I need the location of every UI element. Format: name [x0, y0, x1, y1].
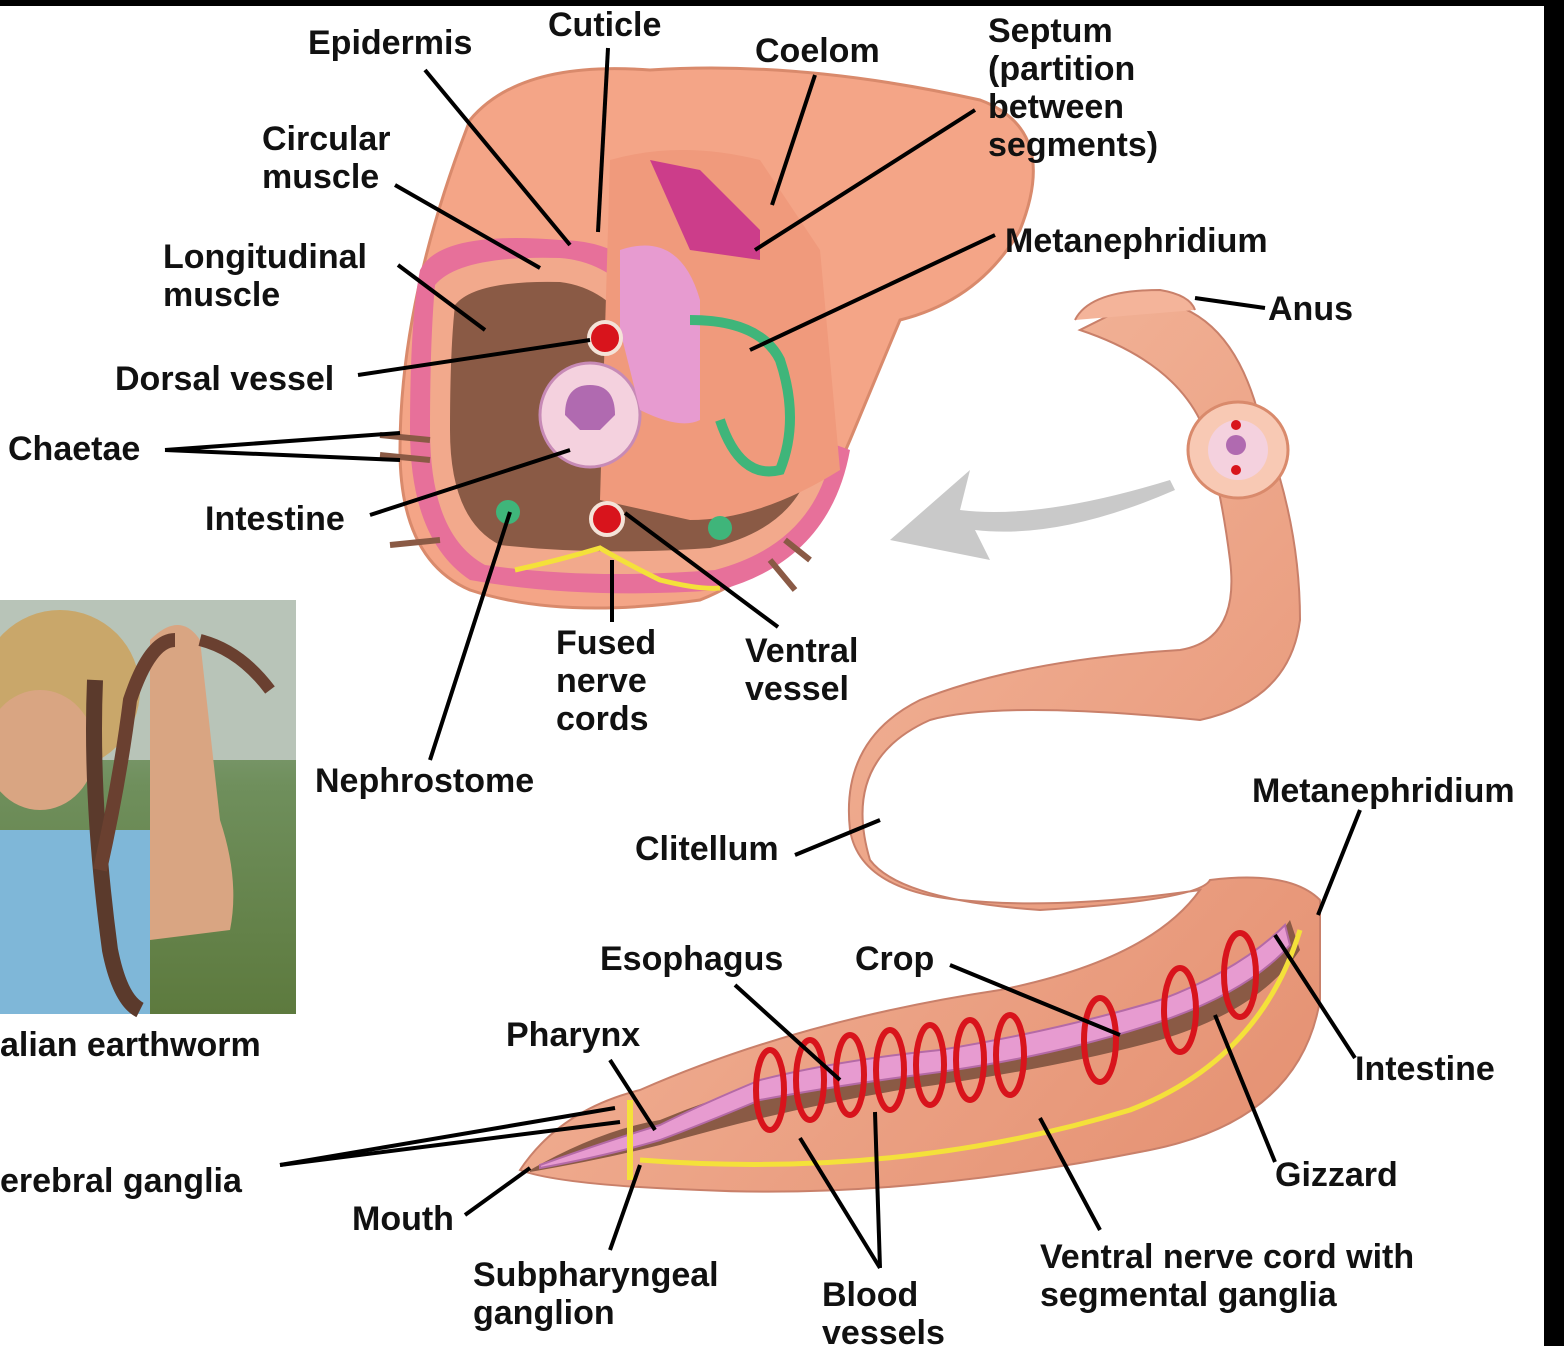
- label-mouth: Mouth: [352, 1200, 454, 1238]
- label-intestine-bottom: Intestine: [1355, 1050, 1495, 1088]
- label-coelom: Coelom: [755, 32, 880, 70]
- label-chaetae: Chaetae: [8, 430, 140, 468]
- label-circular-muscle: Circular muscle: [262, 120, 391, 196]
- label-clitellum: Clitellum: [635, 830, 779, 868]
- arrow-indicator: [890, 470, 1175, 560]
- label-metanephridium-bottom: Metanephridium: [1252, 772, 1515, 810]
- earthworm-photo: [0, 600, 296, 1014]
- label-cerebral-ganglia: erebral ganglia: [0, 1162, 242, 1200]
- label-cuticle: Cuticle: [548, 6, 661, 44]
- label-esophagus: Esophagus: [600, 940, 783, 978]
- label-epidermis: Epidermis: [308, 24, 472, 62]
- label-gizzard: Gizzard: [1275, 1156, 1398, 1194]
- label-anus: Anus: [1268, 290, 1353, 328]
- label-crop: Crop: [855, 940, 934, 978]
- top-border: [0, 0, 1564, 6]
- photo-caption: alian earthworm: [0, 1026, 261, 1064]
- label-dorsal-vessel: Dorsal vessel: [115, 360, 334, 398]
- label-subpharyngeal-ganglion: Subpharyngeal ganglion: [473, 1256, 719, 1332]
- label-intestine-top: Intestine: [205, 500, 345, 538]
- label-metanephridium-top: Metanephridium: [1005, 222, 1268, 260]
- label-longitudinal-muscle: Longitudinal muscle: [163, 238, 367, 314]
- label-pharynx: Pharynx: [506, 1016, 640, 1054]
- label-ventral-nerve-cord: Ventral nerve cord with segmental gangli…: [1040, 1238, 1414, 1314]
- right-border: [1544, 0, 1564, 1346]
- label-blood-vessels: Blood vessels: [822, 1276, 945, 1346]
- label-fused-nerve-cords: Fused nerve cords: [556, 624, 656, 738]
- label-septum: Septum (partition between segments): [988, 12, 1158, 164]
- label-nephrostome: Nephrostome: [315, 762, 534, 800]
- label-ventral-vessel: Ventral vessel: [745, 632, 858, 708]
